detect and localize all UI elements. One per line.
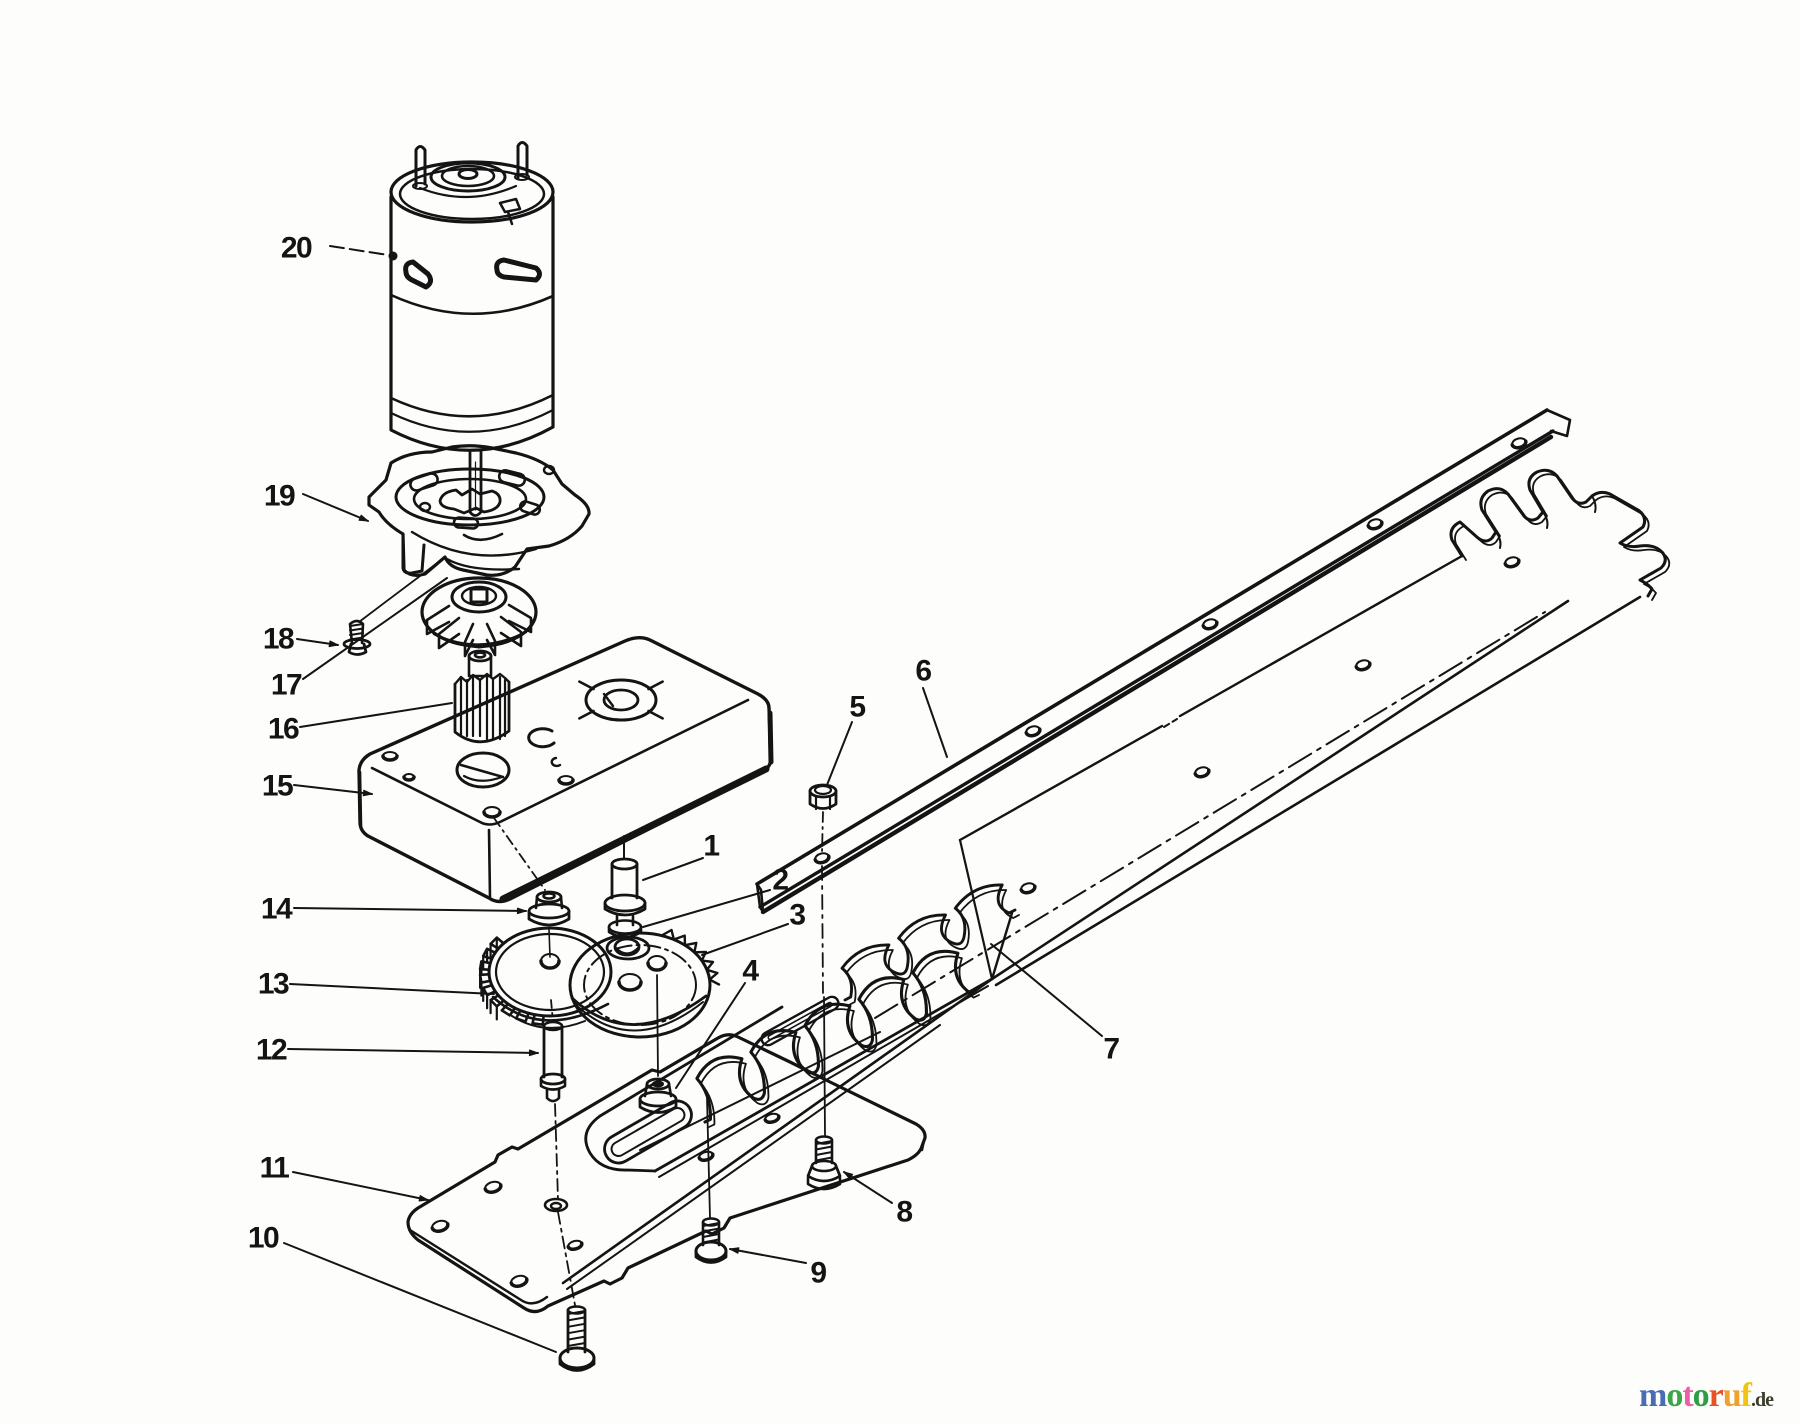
svg-text:16: 16 (268, 713, 299, 746)
svg-text:7: 7 (1103, 1033, 1119, 1066)
svg-text:15: 15 (262, 770, 293, 803)
svg-text:17: 17 (271, 669, 302, 702)
svg-text:11: 11 (260, 1152, 290, 1185)
svg-text:9: 9 (810, 1257, 826, 1290)
svg-text:18: 18 (263, 623, 294, 656)
svg-text:4: 4 (742, 955, 759, 988)
svg-text:10: 10 (248, 1222, 279, 1255)
svg-text:motoruf.de: motoruf.de (1639, 1377, 1774, 1414)
svg-text:8: 8 (896, 1196, 912, 1229)
svg-text:12: 12 (256, 1034, 287, 1067)
svg-text:14: 14 (261, 893, 293, 926)
svg-text:19: 19 (264, 480, 295, 513)
svg-text:13: 13 (258, 968, 289, 1001)
svg-text:20: 20 (281, 232, 312, 265)
svg-text:5: 5 (849, 691, 865, 724)
svg-text:2: 2 (772, 864, 788, 897)
svg-text:1: 1 (703, 830, 719, 863)
svg-text:6: 6 (915, 655, 931, 688)
svg-text:3: 3 (789, 899, 805, 932)
